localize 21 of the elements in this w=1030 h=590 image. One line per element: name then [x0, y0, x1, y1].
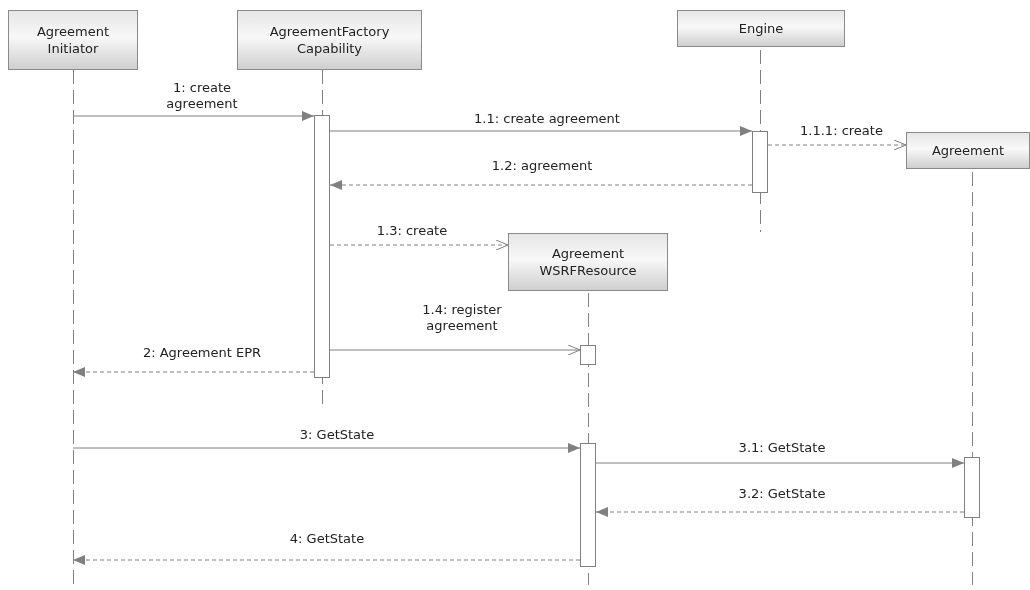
message-arrow [72, 443, 581, 453]
message-arrow [329, 239, 509, 251]
activation-bar [314, 115, 330, 378]
message-arrow [595, 458, 965, 468]
message-arrow [767, 139, 907, 151]
participant-name: AgreementFactory Capability [268, 23, 391, 57]
message-arrow [72, 367, 315, 377]
participant-name: Engine [738, 20, 784, 37]
message-arrow [329, 344, 581, 356]
activation-bar [580, 345, 596, 365]
message-arrow [595, 507, 965, 517]
participant-name: Agreement [931, 142, 1005, 159]
message-arrow [329, 180, 753, 190]
message-arrow [72, 111, 315, 121]
participant-name: Agreement WSRFResource [538, 245, 638, 279]
activation-bar [964, 457, 980, 518]
message-arrow [72, 555, 581, 565]
message-arrow [329, 126, 753, 136]
activation-bar [580, 443, 596, 567]
participant-name: Agreement Initiator [35, 23, 111, 57]
activation-bar [752, 131, 768, 193]
